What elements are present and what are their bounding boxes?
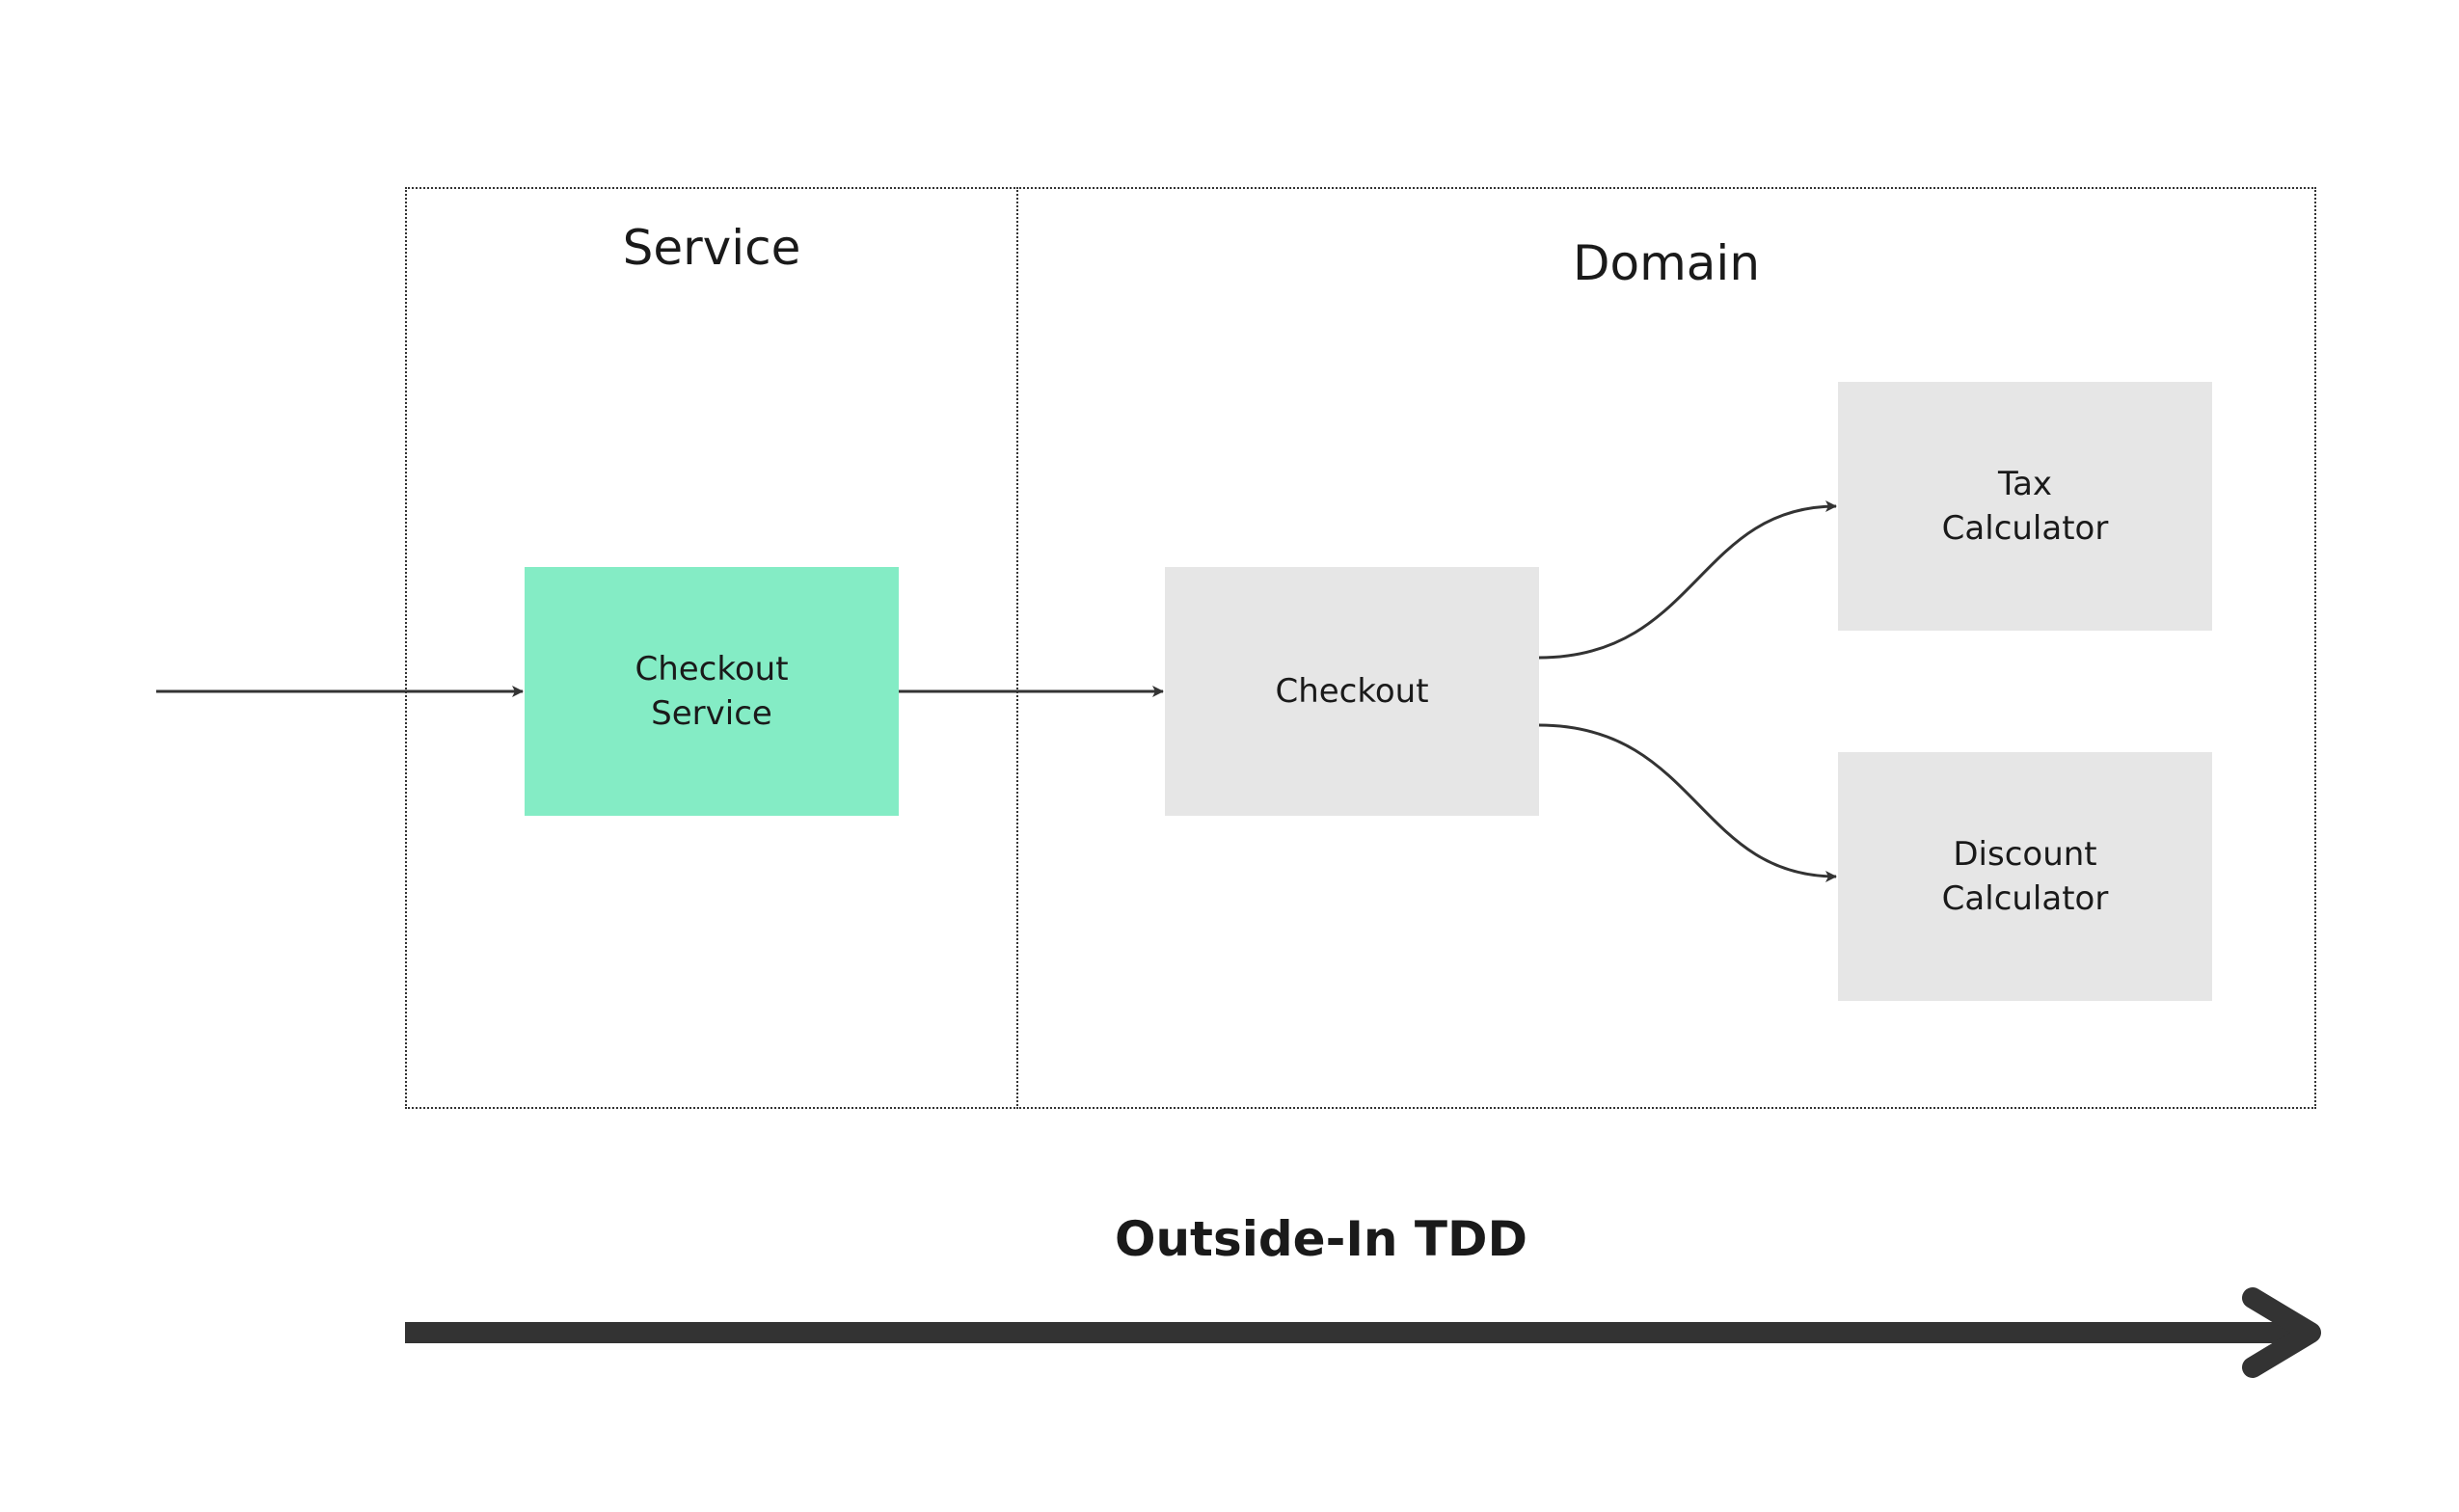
checkout-service-label: Checkout Service — [635, 650, 789, 733]
discount-calculator-label: Discount Calculator — [1941, 835, 2109, 918]
outside-in-tdd-label: Outside-In TDD — [1114, 1211, 1528, 1267]
checkout-label: Checkout — [1275, 672, 1429, 711]
edge-checkout-to-tax-calculator — [1538, 500, 1837, 660]
domain-frame-title: Domain — [1572, 235, 1761, 291]
domain-boundary-frame — [1016, 187, 2316, 1109]
outside-in-direction-arrow-head — [2242, 1287, 2321, 1378]
discount-calculator-node: Discount Calculator — [1838, 752, 2212, 1001]
service-frame-title: Service — [622, 220, 801, 276]
tax-calculator-node: Tax Calculator — [1838, 382, 2212, 631]
checkout-service-node: Checkout Service — [525, 567, 899, 816]
edge-checkout-to-discount-calculator — [1538, 723, 1837, 882]
tax-calculator-label: Tax Calculator — [1941, 465, 2109, 548]
checkout-node: Checkout — [1165, 567, 1539, 816]
